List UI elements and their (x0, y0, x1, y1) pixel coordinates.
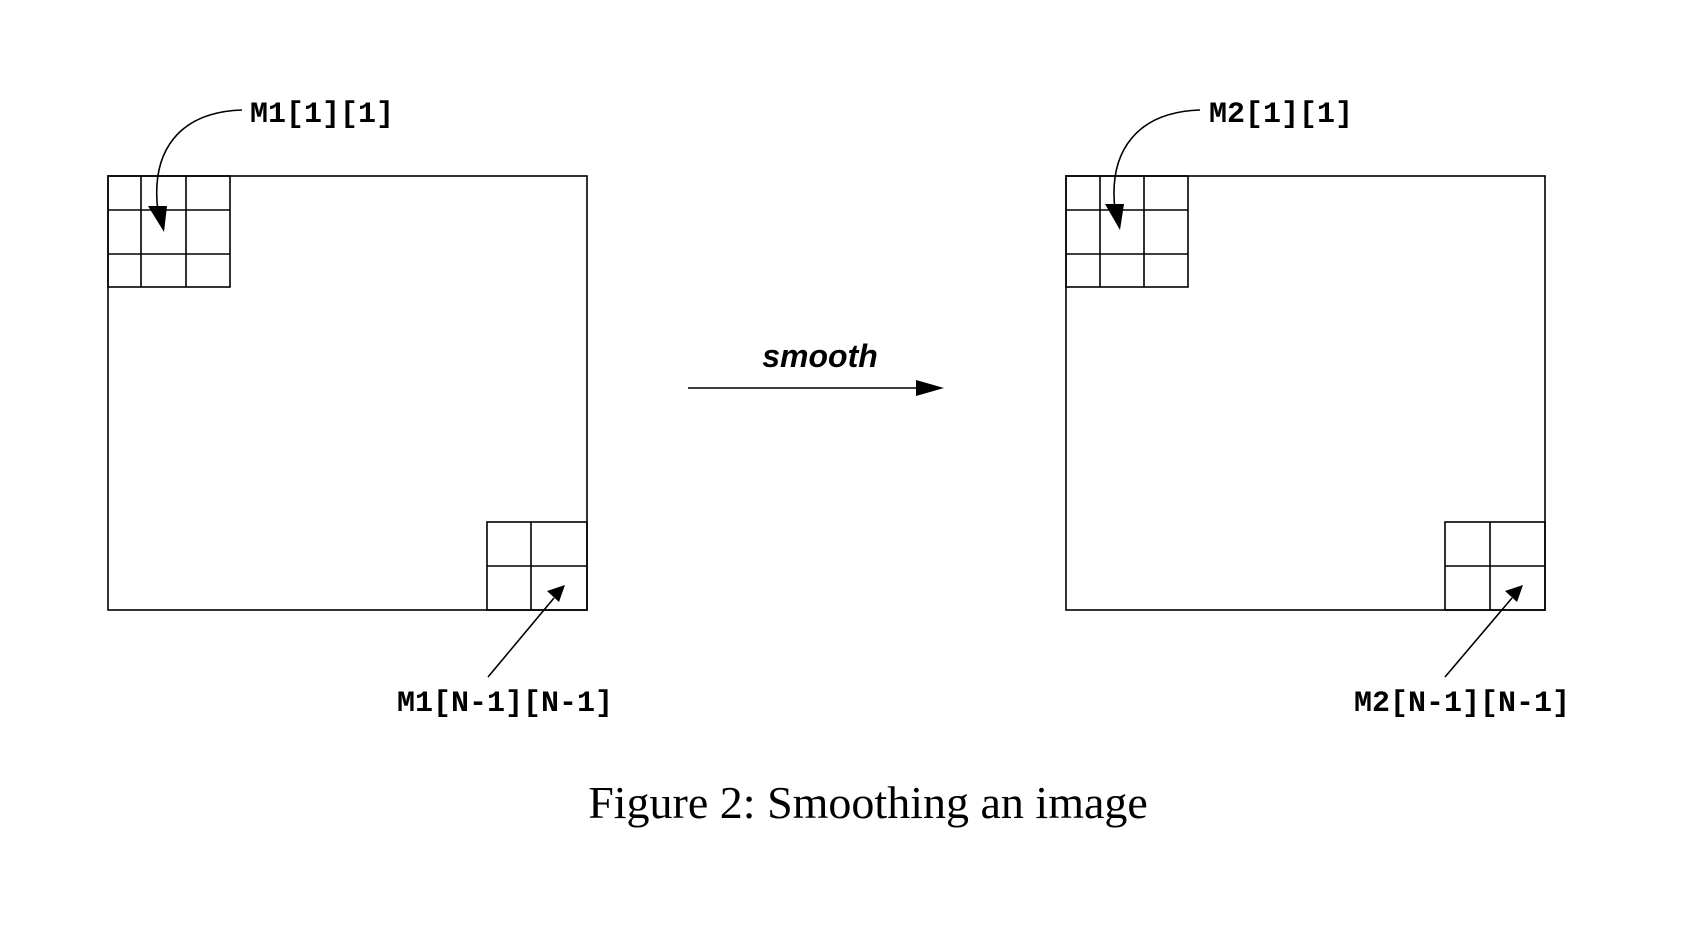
right-bottom-cell-label: M2[N-1][N-1] (1354, 687, 1570, 721)
left-bottom-pointer-arrow (487, 585, 565, 678)
right-bottom-neighborhood-grid (1444, 521, 1546, 611)
figure-caption: Figure 2: Smoothing an image (588, 777, 1148, 828)
smooth-label: smooth (762, 338, 878, 374)
right-top-neighborhood-grid (1065, 175, 1189, 288)
right-matrix-outline (1065, 175, 1546, 611)
left-top-neighborhood-grid (107, 175, 231, 288)
right-matrix: M2[1][1] M2[N-1][N-1] (1065, 98, 1570, 721)
left-bottom-neighborhood-grid (486, 521, 588, 611)
left-matrix-outline (107, 175, 588, 611)
right-top-pointer-arrow (1105, 109, 1201, 230)
right-bottom-pointer-arrow (1444, 585, 1523, 678)
smooth-arrowhead (916, 380, 944, 396)
left-top-cell-label: M1[1][1] (250, 98, 394, 132)
left-top-pointer-arrow (148, 109, 243, 232)
smooth-operation: smooth (688, 338, 944, 396)
right-top-cell-label: M2[1][1] (1209, 98, 1353, 132)
left-matrix: M1[1][1] M1[N-1][N-1] (107, 98, 613, 721)
left-bottom-cell-label: M1[N-1][N-1] (397, 687, 613, 721)
